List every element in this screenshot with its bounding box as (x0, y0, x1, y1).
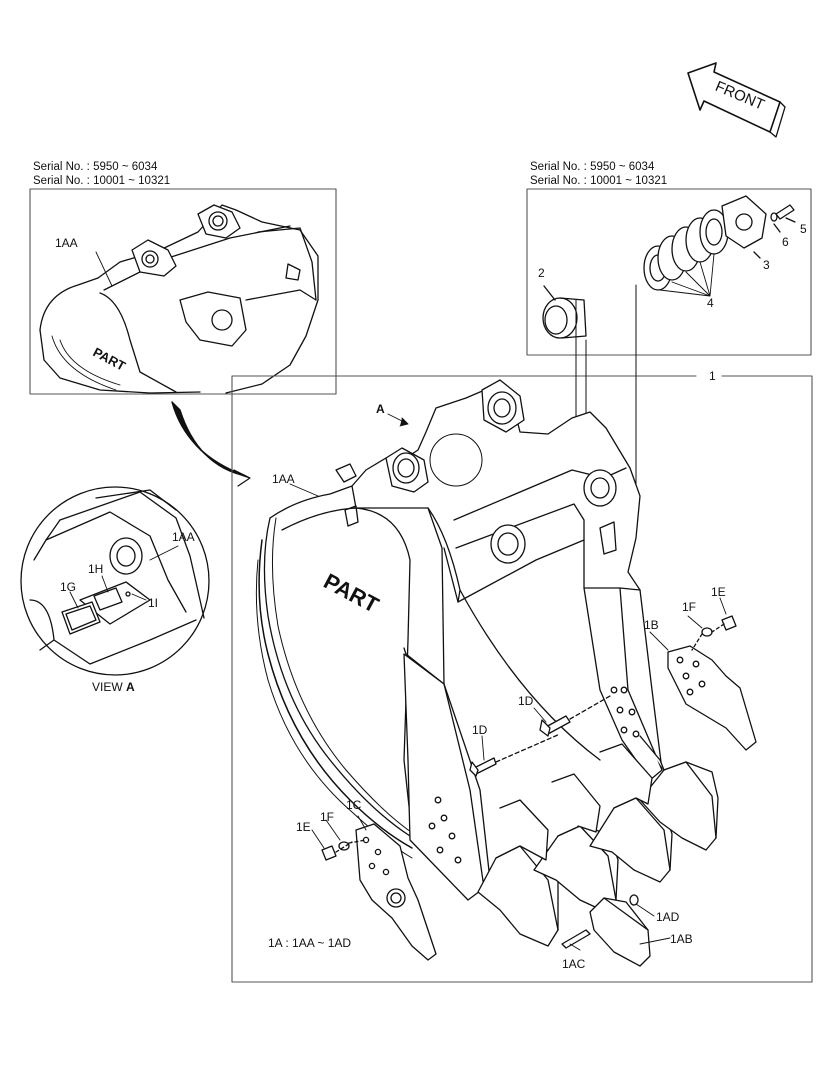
callout-3: 3 (763, 258, 770, 272)
callout-left-1aa: 1AA (55, 236, 78, 250)
callout-1e-right: 1E (711, 585, 726, 599)
callout-1f-right: 1F (682, 600, 697, 614)
view-arrow-a: A (376, 402, 385, 416)
callout-1i: 1I (148, 596, 159, 610)
view-a-detail (20, 486, 210, 676)
callout-1g: 1G (60, 580, 77, 594)
callout-4: 4 (707, 296, 714, 310)
detail-box-left: PART (29, 188, 337, 395)
bucket-main: PART (255, 379, 663, 901)
callout-5: 5 (800, 222, 807, 236)
callout-1d-lower: 1D (472, 723, 488, 737)
left-serial-line-2: Serial No. : 10001 ~ 10321 (33, 175, 171, 187)
tooth-detail (561, 894, 651, 967)
view-a-caption-prefix: VIEW (92, 680, 127, 694)
left-serial-line-1: Serial No. : 5950 ~ 6034 (33, 161, 158, 173)
right-serial-line-2: Serial No. : 10001 ~ 10321 (530, 175, 668, 187)
fasteners (321, 615, 737, 861)
callout-2: 2 (538, 266, 545, 280)
callout-6: 6 (782, 235, 789, 249)
detail-box-right (526, 188, 812, 356)
right-serial-line-1: Serial No. : 5950 ~ 6034 (530, 161, 655, 173)
bucket-logo: PART (320, 568, 384, 618)
callout-1: 1 (706, 369, 719, 383)
front-arrow-icon: FRONT (687, 62, 786, 138)
callout-1ad: 1AD (656, 910, 680, 924)
view-a-caption-letter: A (126, 680, 135, 694)
side-cutters (355, 645, 757, 961)
callout-1b: 1B (644, 618, 659, 632)
callout-1ab: 1AB (670, 932, 693, 946)
callout-1ac: 1AC (562, 957, 586, 971)
callout-1d-upper: 1D (518, 694, 534, 708)
leader-lines (69, 251, 727, 951)
callout-1f-left: 1F (320, 810, 335, 824)
bucket-teeth (477, 735, 719, 947)
callout-1h: 1H (88, 562, 104, 576)
callout-main-1aa: 1AA (272, 472, 295, 486)
left-logo: PART (91, 344, 128, 373)
view-a-caption: VIEW A (92, 680, 135, 694)
callout-1c: 1C (346, 798, 362, 812)
callout-1e-left: 1E (296, 820, 311, 834)
callout-view-1aa: 1AA (172, 530, 195, 544)
assembly-note: 1A : 1AA ~ 1AD (268, 936, 352, 950)
